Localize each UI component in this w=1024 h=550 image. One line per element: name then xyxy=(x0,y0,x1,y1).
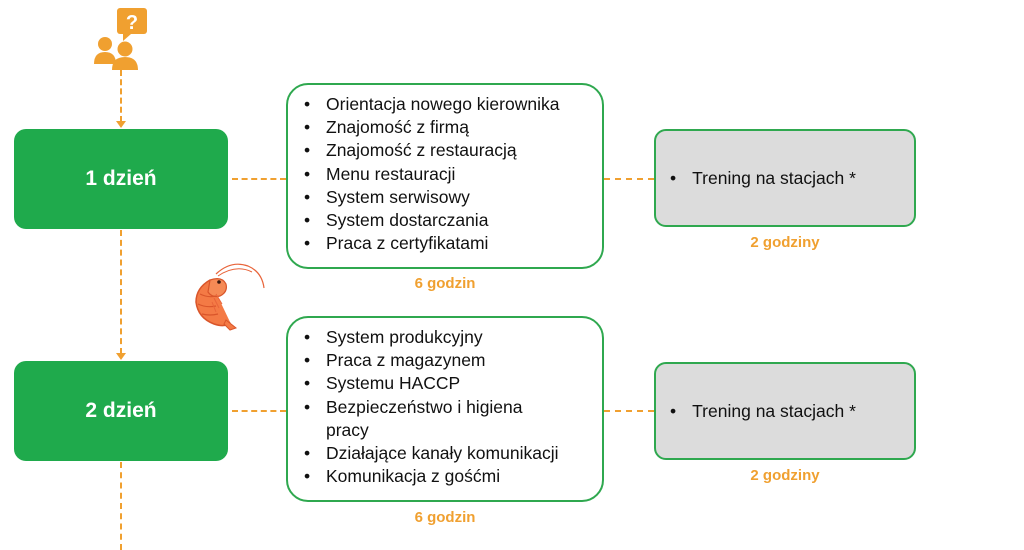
topic-item: Menu restauracji xyxy=(302,163,592,186)
day-1-training-hours: 2 godziny xyxy=(750,234,820,251)
day-2-topics-list: System produkcyjny Praca z magazynem Sys… xyxy=(302,326,592,489)
day-2-training-box: • Trening na stacjach * xyxy=(654,362,916,460)
topic-item: Znajomość z firmą xyxy=(302,116,592,139)
timeline-connector-top xyxy=(120,70,122,122)
topic-item: Orientacja nowego kierownika xyxy=(302,93,592,116)
day-2-training-hours: 2 godziny xyxy=(750,467,820,484)
day-2-topics-hours: 6 godzin xyxy=(414,509,476,526)
day-2-training-connector xyxy=(604,410,654,412)
timeline-connector-bottom xyxy=(120,462,122,550)
topic-item: Systemu HACCP xyxy=(302,372,592,395)
timeline-connector-middle xyxy=(120,230,122,354)
topic-item: System serwisowy xyxy=(302,186,592,209)
topic-item: Znajomość z restauracją xyxy=(302,139,592,162)
topic-item: System produkcyjny xyxy=(302,326,592,349)
topic-item: Praca z magazynem xyxy=(302,349,592,372)
day-2-topics-box: System produkcyjny Praca z magazynem Sys… xyxy=(286,316,604,502)
shrimp-icon xyxy=(186,258,266,334)
day-1-label: 1 dzień xyxy=(85,167,157,190)
day-1-box: 1 dzień xyxy=(14,129,228,229)
arrow-down-icon xyxy=(116,121,126,128)
bullet: • xyxy=(670,400,677,421)
day-1-connector xyxy=(232,178,286,180)
day-1-training-label: Trening na stacjach * xyxy=(692,167,856,188)
day-1-training-box: • Trening na stacjach * xyxy=(654,129,916,227)
topic-item: System dostarczania xyxy=(302,209,592,232)
topic-item: Bezpieczeństwo i higiena pracy xyxy=(302,396,592,442)
day-1-topics-box: Orientacja nowego kierownika Znajomość z… xyxy=(286,83,604,269)
day-1-training-connector xyxy=(604,178,654,180)
day-1-topics-list: Orientacja nowego kierownika Znajomość z… xyxy=(302,93,592,256)
people-question-icon: ? xyxy=(93,6,153,70)
bullet: • xyxy=(670,167,677,188)
day-2-training-label: Trening na stacjach * xyxy=(692,400,856,421)
question-mark: ? xyxy=(126,12,138,34)
topic-item: Praca z certyfikatami xyxy=(302,232,592,255)
day-2-connector xyxy=(232,410,286,412)
day-2-label: 2 dzień xyxy=(85,399,157,422)
day-2-box: 2 dzień xyxy=(14,361,228,461)
topic-item: Działające kanały komunikacji xyxy=(302,442,592,465)
topic-item: Komunikacja z gośćmi xyxy=(302,465,592,488)
day-1-topics-hours: 6 godzin xyxy=(414,275,476,292)
arrow-down-icon xyxy=(116,353,126,360)
